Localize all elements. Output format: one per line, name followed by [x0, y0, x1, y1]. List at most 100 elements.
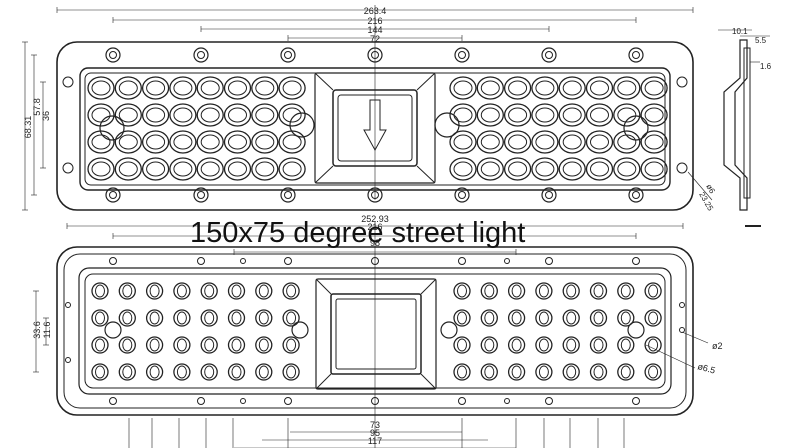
mounting-hole [280, 187, 296, 203]
leader-line [681, 331, 709, 344]
side-flange [743, 47, 751, 199]
mounting-hole-inner [284, 191, 292, 199]
lens [449, 103, 477, 127]
lens-inner [590, 134, 609, 150]
led-socket [227, 363, 246, 381]
led-socket [507, 363, 526, 381]
led-socket [145, 363, 164, 381]
mounting-hole [628, 187, 644, 203]
bottom-center-window [330, 293, 422, 375]
lens-inner [480, 134, 500, 150]
led-lens [95, 365, 105, 379]
led-socket [562, 336, 580, 354]
led-socket [644, 363, 662, 381]
lens [558, 130, 586, 154]
mounting-hole [284, 397, 292, 405]
mounting-hole [545, 397, 553, 405]
lens [476, 130, 504, 154]
lens [503, 103, 532, 127]
bevel-line [314, 165, 334, 184]
dim-side-10: 10.1 [732, 27, 748, 36]
dim-bottom-11: 11.6 [42, 322, 52, 339]
led-socket [507, 282, 526, 300]
led-lens [122, 365, 133, 379]
lens [196, 157, 224, 181]
boss-circle [291, 321, 309, 339]
mounting-hole [105, 47, 121, 63]
side-hole [62, 76, 74, 88]
lens-inner [453, 80, 473, 96]
lens-inner [453, 161, 473, 177]
bottom-center-outer [315, 278, 437, 390]
lens [449, 157, 477, 181]
lens-inner [228, 134, 247, 150]
led-lens [620, 284, 631, 298]
mounting-hole [541, 187, 557, 203]
dim-height-57: 57.8 [32, 98, 42, 116]
led-lens [566, 284, 577, 298]
led-lens [204, 338, 215, 352]
led-socket [617, 282, 635, 300]
small-hole [504, 398, 510, 404]
lens-inner [118, 134, 138, 150]
led-socket [200, 336, 218, 354]
dim-bottom-overall: 252.93 [361, 214, 389, 224]
led-lens [231, 365, 242, 379]
led-socket [617, 336, 635, 354]
lens-inner [480, 80, 500, 96]
led-socket [535, 336, 553, 354]
dim-hole-span-144: 144 [367, 25, 382, 35]
lens [585, 157, 614, 181]
lens-inner [480, 107, 500, 123]
led-socket [227, 282, 246, 300]
bevel-line [315, 278, 332, 295]
led-socket [255, 336, 273, 354]
lens-inner [146, 107, 166, 123]
led-lens [176, 311, 187, 325]
lens-inner [508, 80, 528, 96]
lens-inner [282, 134, 302, 150]
lens-inner [173, 80, 193, 96]
lens-inner [200, 134, 220, 150]
led-socket [617, 309, 635, 327]
led-lens [538, 365, 549, 379]
lens-inner [644, 161, 664, 177]
lens [476, 103, 504, 127]
lens [141, 103, 170, 127]
lens [585, 76, 614, 100]
led-lens [204, 284, 215, 298]
lens [114, 157, 142, 181]
led-socket [282, 309, 300, 327]
lens [223, 76, 252, 100]
led-socket [617, 363, 635, 381]
lens [87, 130, 115, 154]
lens [449, 130, 477, 154]
led-socket [255, 282, 273, 300]
lens [613, 103, 641, 127]
lens-inner [453, 134, 473, 150]
boss-circle [627, 321, 645, 339]
small-hole [240, 398, 246, 404]
led-lens [484, 284, 495, 298]
lens [585, 130, 614, 154]
mounting-hole [458, 397, 466, 405]
led-lens [593, 338, 604, 352]
mounting-hole [193, 47, 209, 63]
led-lens [286, 338, 297, 352]
led-socket [589, 336, 608, 354]
dim-overall-width: 263.4 [364, 6, 387, 16]
led-socket [118, 309, 136, 327]
led-lens [286, 284, 297, 298]
dim-hole-offset: 23.25 [697, 191, 715, 213]
boss-circle [289, 112, 315, 138]
led-lens [149, 311, 160, 325]
mounting-hole-inner [458, 191, 466, 199]
mounting-hole-inner [109, 51, 117, 59]
led-lens [149, 284, 160, 298]
mounting-hole [193, 187, 209, 203]
lens-inner [146, 134, 166, 150]
lens [278, 103, 306, 127]
dim-bottom-95: 95 [370, 428, 380, 438]
lens-inner [480, 161, 500, 177]
